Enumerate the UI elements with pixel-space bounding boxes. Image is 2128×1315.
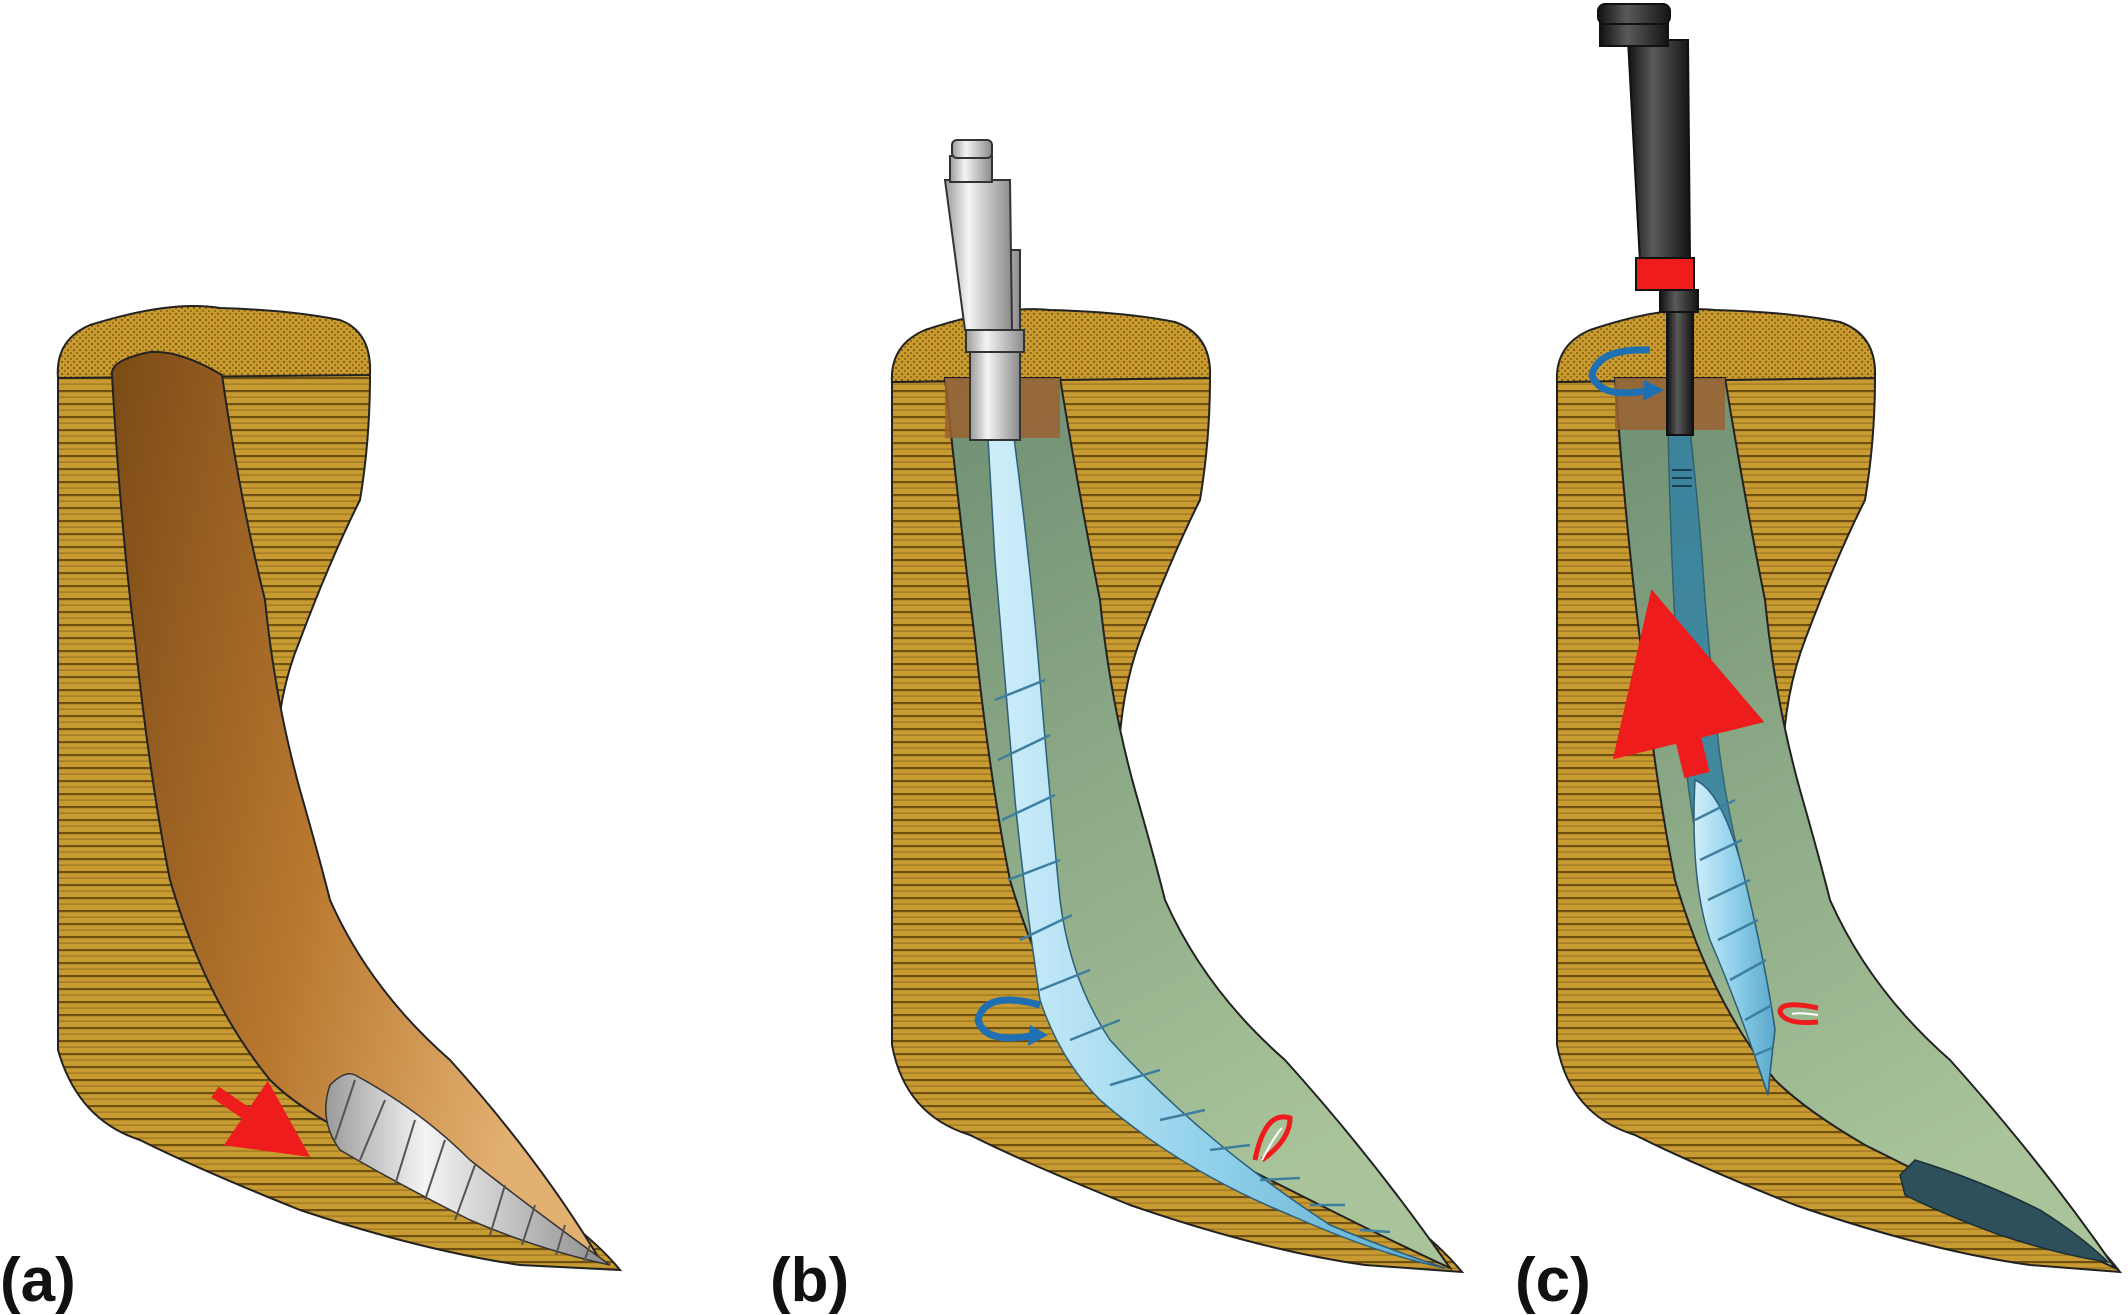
crown-cap-a: [56, 305, 372, 380]
crown-cap-c: [1555, 308, 1877, 384]
canal-a: [110, 350, 603, 1263]
file-tip-a: [325, 1073, 611, 1266]
blue-rotation-arrow: [974, 996, 1048, 1046]
handpiece-b: [943, 139, 1025, 441]
panel-a: [56, 305, 623, 1272]
broken-fragment: [1899, 1159, 2111, 1264]
panel-label-b: (b): [770, 1246, 850, 1315]
red-bend-arrow: [1252, 1114, 1293, 1163]
panel-label-c: (c): [1515, 1246, 1591, 1315]
red-direction-arrow: [1612, 589, 1765, 779]
handpiece-c: [1597, 3, 1699, 436]
blue-rotation-arrow: [1588, 346, 1664, 401]
red-band: [1635, 257, 1695, 291]
red-bend-arrow: [1777, 1002, 1819, 1025]
rotary-file-b: [987, 437, 1446, 1269]
canal-b: [943, 377, 1453, 1271]
panel-label-a: (a): [0, 1246, 76, 1315]
panel-c: [1555, 3, 2123, 1274]
panel-b: [890, 139, 1465, 1274]
red-direction-arrow: [211, 1080, 311, 1157]
crown-cap-b: [890, 308, 1212, 384]
